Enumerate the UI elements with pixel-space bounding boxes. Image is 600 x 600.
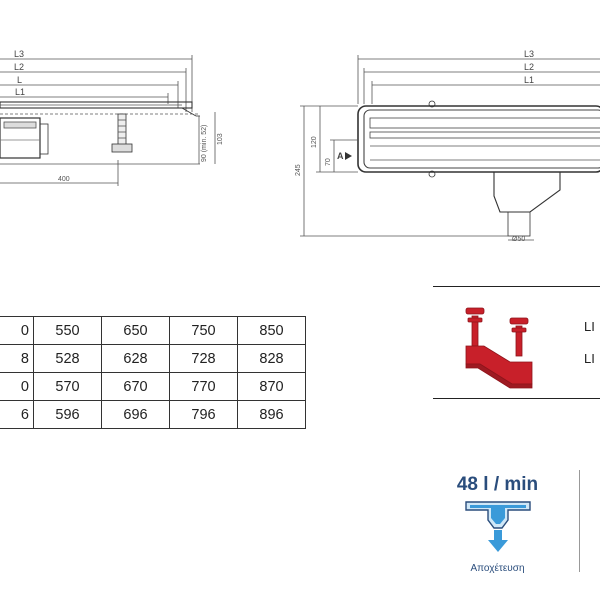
dim-label-l: L — [17, 75, 22, 85]
accessory-label-2: LI — [584, 351, 595, 366]
adjustable-leg — [117, 113, 127, 147]
dim-label-l3: L3 — [14, 49, 24, 59]
table-cell: 850 — [237, 316, 306, 345]
vertical-divider — [579, 470, 580, 572]
table-cell: 6 — [0, 400, 34, 429]
table-cell: 8 — [0, 344, 34, 373]
table-cell: 670 — [101, 372, 170, 401]
drain-flow-icon — [465, 501, 531, 552]
mounting-bracket-image — [465, 307, 533, 389]
dim-label-400: 400 — [58, 176, 70, 183]
side-section-drawing — [0, 55, 216, 186]
table-cell: 728 — [169, 344, 238, 373]
table-cell: 0 — [0, 372, 34, 401]
flow-caption: Αποχέτευση — [470, 563, 525, 574]
table-cell: 828 — [237, 344, 306, 373]
table-cell: 696 — [101, 400, 170, 429]
front-label-d50: Ø50 — [512, 236, 525, 243]
table-cell: 870 — [237, 372, 306, 401]
table-cell: 596 — [33, 400, 102, 429]
table-cell: 796 — [169, 400, 238, 429]
front-label-70: 70 — [325, 158, 332, 166]
front-label-l3: L3 — [524, 49, 534, 59]
front-view-drawing — [300, 55, 600, 241]
flow-rate-label: 48 l / min — [456, 474, 539, 495]
accessory-label-1: LI — [584, 319, 595, 334]
front-label-245: 245 — [295, 164, 302, 176]
table-cell: 750 — [169, 316, 238, 345]
dim-label-90: 90 (min. 52) — [201, 125, 208, 162]
front-label-l1: L1 — [524, 75, 534, 85]
table-row: 8 528 628 728 828 — [0, 344, 306, 373]
table-cell: 570 — [33, 372, 102, 401]
accessory-divider-top — [433, 286, 600, 287]
dim-label-l2: L2 — [14, 62, 24, 72]
front-label-120: 120 — [311, 136, 318, 148]
table-cell: 650 — [101, 316, 170, 345]
section-arrow-a — [345, 152, 352, 160]
dim-label-103: 103 — [217, 133, 224, 145]
dim-label-l1: L1 — [15, 87, 25, 97]
dimension-table: 0 550 650 750 850 8 528 628 728 828 0 57… — [0, 316, 306, 429]
front-label-l2: L2 — [524, 62, 534, 72]
table-cell: 896 — [237, 400, 306, 429]
table-cell: 628 — [101, 344, 170, 373]
table-cell: 550 — [33, 316, 102, 345]
section-label-a: A — [337, 151, 344, 161]
table-row: 6 596 696 796 896 — [0, 400, 306, 429]
table-cell: 770 — [169, 372, 238, 401]
channel-body — [357, 105, 600, 173]
table-cell: 0 — [0, 316, 34, 345]
table-row: 0 550 650 750 850 — [0, 316, 306, 345]
table-cell: 528 — [33, 344, 102, 373]
channel-profile — [0, 101, 193, 109]
table-row: 0 570 670 770 870 — [0, 372, 306, 401]
accessory-divider-bottom — [433, 398, 600, 399]
